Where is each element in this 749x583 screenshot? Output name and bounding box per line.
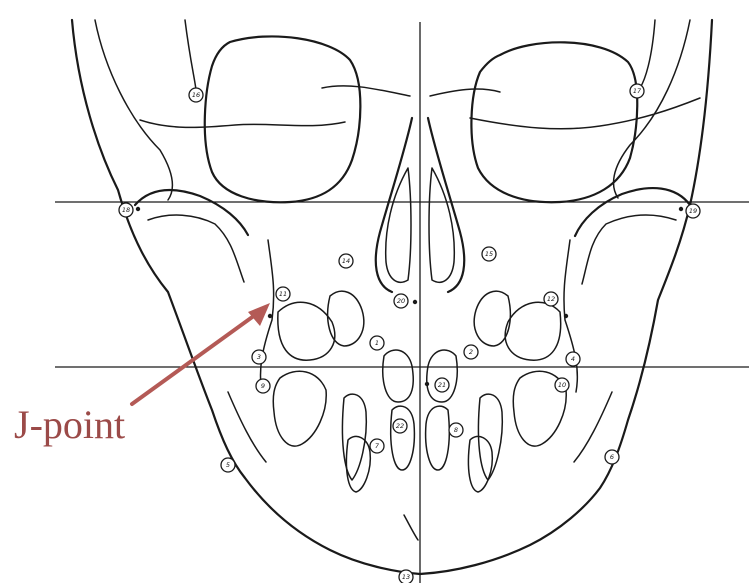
landmark-9: 9 [256,379,270,393]
nasal-cavity-right [429,168,454,282]
landmark-15: 15 [482,247,496,261]
svg-text:12: 12 [547,295,555,303]
landmark-10: 10 [555,378,569,392]
svg-text:22: 22 [396,422,404,430]
landmark-12: 12 [544,292,558,306]
landmark-20: 20 [394,294,408,308]
lower-premolar-right [468,436,492,492]
central-incisor-right [427,350,457,402]
upper-premolar-left [328,291,364,346]
svg-text:16: 16 [192,91,200,99]
landmark-17: 17 [630,84,644,98]
svg-text:10: 10 [558,381,566,389]
nasal-cavity-left [386,168,411,282]
svg-text:18: 18 [122,206,130,214]
orbit-left [205,36,361,202]
lower-incisor-left [391,406,415,470]
zygoma-left-inner [148,215,244,282]
point-dot-18 [136,207,140,211]
lower-premolar-left [346,436,370,492]
frontal-suture-left [140,120,345,127]
nasal-bone-right [428,118,464,292]
landmark-2: 2 [464,345,478,359]
central-incisor-left [383,350,413,402]
landmark-8: 8 [449,423,463,437]
svg-text:1: 1 [375,339,379,347]
landmark-3: 3 [252,350,266,364]
landmark-16: 16 [189,88,203,102]
svg-text:21: 21 [438,381,446,389]
lateral-frontal-right [640,20,655,88]
upper-molar-right [505,302,560,360]
point-dot-right [564,314,568,318]
landmark-6: 6 [605,450,619,464]
lateral-frontal-left [185,20,196,90]
upper-premolar-right [474,291,510,346]
point-dot-19 [679,207,683,211]
svg-text:15: 15 [485,250,493,258]
landmark-19: 19 [686,204,700,218]
nasal-bone-left [376,118,412,292]
landmark-7: 7 [370,439,384,453]
svg-text:13: 13 [402,573,410,581]
zygoma-right-inner [582,215,676,284]
zygoma-left [135,190,248,235]
chin-line [404,515,418,540]
lower-molar-left [273,371,326,446]
landmark-18: 18 [119,203,133,217]
landmark-1: 1 [370,336,384,350]
landmark-11: 11 [276,287,290,301]
landmark-22: 22 [393,419,407,433]
skull-outline-left [72,20,420,574]
frontal-suture-right [470,98,700,129]
svg-text:3: 3 [257,353,261,361]
svg-text:19: 19 [689,207,697,215]
j-point-dot [268,314,272,318]
svg-text:6: 6 [610,453,614,461]
lower-incisor-right [426,406,450,470]
brow-line-left [322,86,410,96]
j-point-arrow [132,303,270,404]
mandible-inner-right [574,392,612,462]
point-dot-21 [425,382,429,386]
svg-text:17: 17 [633,87,642,95]
landmark-markers: 1 2 3 4 5 6 7 8 9 10 11 12 13 14 15 16 1… [119,84,700,583]
landmark-13: 13 [399,570,413,583]
svg-text:8: 8 [454,426,458,434]
point-dot-20 [413,300,417,304]
svg-text:14: 14 [342,257,350,265]
svg-text:2: 2 [469,348,473,356]
skull-outline-right [420,20,712,574]
landmark-4: 4 [566,352,580,366]
landmark-5: 5 [221,458,235,472]
svg-text:5: 5 [226,461,230,469]
brow-line-right [430,89,500,96]
svg-text:9: 9 [261,382,265,390]
temporal-contour-left [95,20,173,200]
mandible-inner-left [228,392,266,462]
upper-molar-left [278,302,335,360]
svg-text:11: 11 [279,290,287,298]
j-point-label: J-point [14,405,125,445]
svg-text:4: 4 [571,355,575,363]
landmark-14: 14 [339,254,353,268]
landmark-21: 21 [435,378,449,392]
svg-text:20: 20 [397,297,405,305]
